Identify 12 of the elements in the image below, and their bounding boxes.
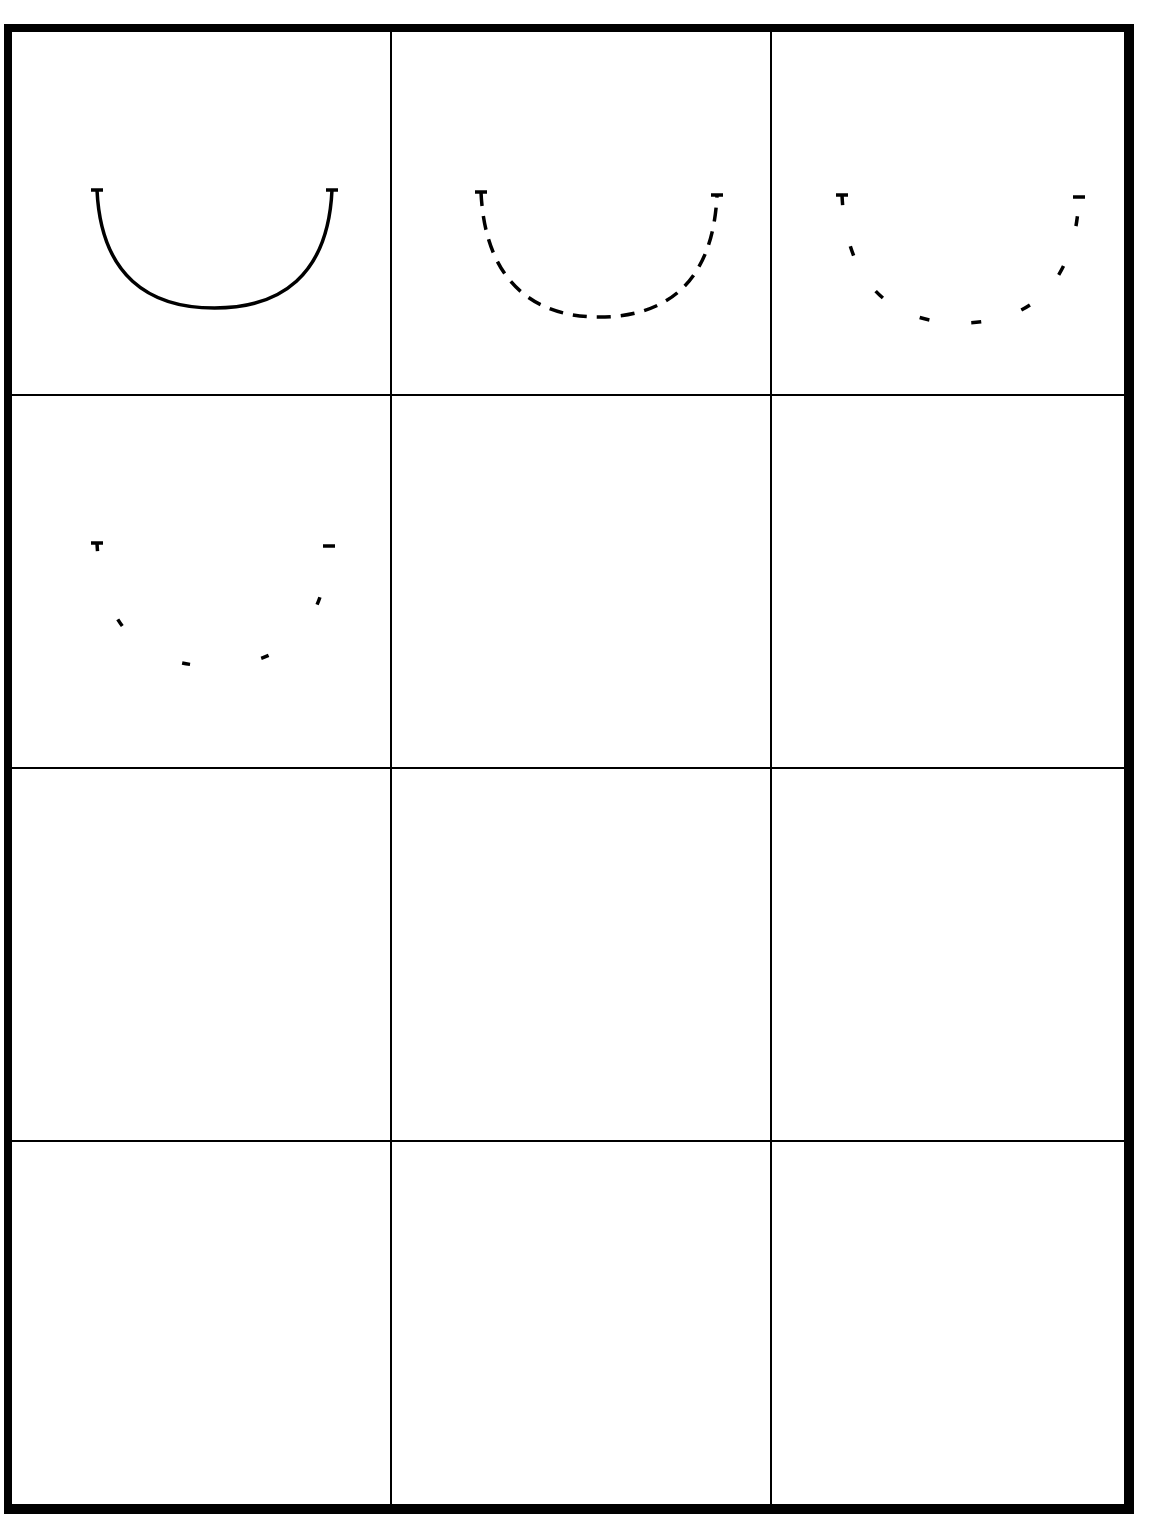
grid-cell <box>392 769 772 1142</box>
grid-cell <box>12 396 392 769</box>
grid-cell <box>392 32 772 396</box>
grid-cell <box>392 396 772 769</box>
grid-cell <box>772 769 1126 1142</box>
grid-cell <box>392 1142 772 1506</box>
grid-cell <box>772 32 1126 396</box>
grid-cell <box>12 32 392 396</box>
grid-cell <box>772 396 1126 769</box>
grid-cell <box>772 1142 1126 1506</box>
grid-cell <box>12 1142 392 1506</box>
grid-cell <box>12 769 392 1142</box>
